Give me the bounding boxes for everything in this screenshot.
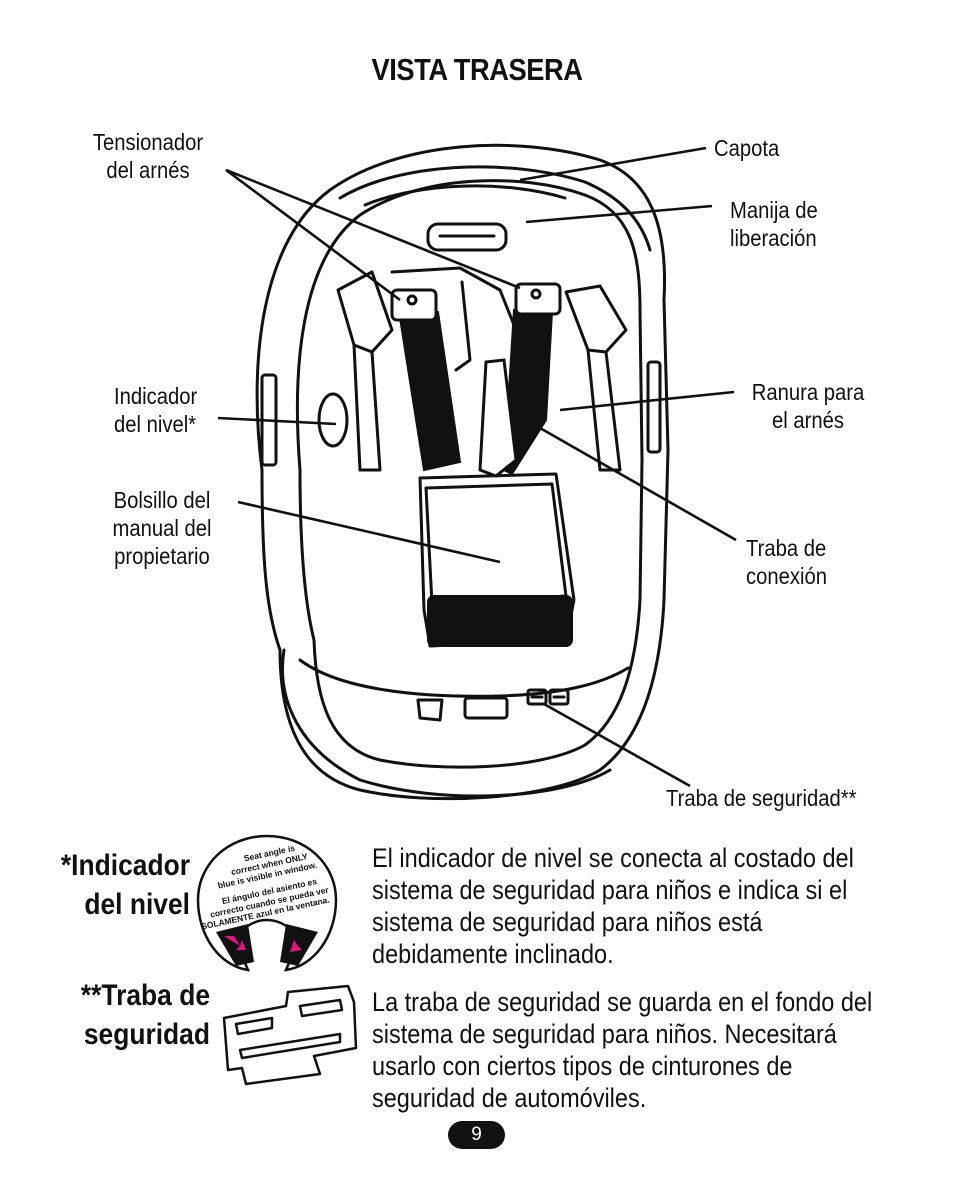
leader-release-handle bbox=[525, 204, 713, 224]
safety-lock-on-base bbox=[526, 688, 548, 706]
legend-safety-lock-text: La traba de seguridad se guarda en el fo… bbox=[372, 987, 873, 1113]
legend-safety-lock-heading: **Traba de seguridad bbox=[80, 979, 210, 1051]
seat-shell-outline bbox=[255, 143, 670, 801]
belly-strap bbox=[427, 595, 573, 647]
callout-release-handle: Manija de liberación bbox=[730, 197, 818, 251]
page-title: VISTA TRASERA bbox=[371, 52, 583, 87]
leader-tensioner-right bbox=[225, 168, 521, 290]
legend-level-indicator-text: El indicador de nivel se conecta al cost… bbox=[372, 843, 854, 969]
callout-canopy: Capota bbox=[714, 135, 780, 161]
car-seat-rear-view-illustration bbox=[217, 143, 737, 801]
callout-manual-pocket: Bolsillo del manual del propietario bbox=[112, 487, 212, 569]
arrow-down-left-icon bbox=[290, 936, 306, 952]
safety-lock-clip-illustration bbox=[222, 984, 358, 1086]
left-side-pad bbox=[336, 270, 394, 354]
leader-tensioner-left bbox=[225, 168, 401, 302]
level-indicator-knob bbox=[317, 392, 349, 448]
leader-connection-lock bbox=[511, 410, 737, 542]
callout-harness-slot: Ranura para el arnés bbox=[751, 379, 865, 433]
sticker-arrows bbox=[224, 936, 306, 952]
leader-level-indicator bbox=[217, 416, 337, 426]
left-harness-strap bbox=[398, 310, 462, 472]
level-indicator-sticker: Seat angle is correct when ONLY blue is … bbox=[196, 834, 338, 972]
callout-harness-tensioner: Tensionador del arnés bbox=[92, 129, 204, 183]
callout-level-indicator: Indicador del nivel* bbox=[114, 383, 198, 437]
seat-inner-outline bbox=[295, 179, 644, 769]
page-number: 9 bbox=[448, 1121, 505, 1149]
callout-connection-lock: Traba de conexión bbox=[746, 535, 828, 589]
leader-canopy bbox=[519, 146, 707, 182]
leader-manual-pocket bbox=[237, 500, 501, 564]
legend-level-indicator-heading: *Indicador del nivel bbox=[60, 849, 191, 921]
connection-lock-piece bbox=[478, 358, 518, 478]
leader-harness-slot bbox=[559, 390, 735, 412]
release-handle-shape bbox=[426, 222, 508, 252]
right-side-pad bbox=[564, 284, 628, 354]
callout-safety-lock: Traba de seguridad** bbox=[666, 785, 857, 811]
leader-safety-lock bbox=[543, 702, 691, 788]
arrow-down-right-icon bbox=[224, 936, 246, 950]
